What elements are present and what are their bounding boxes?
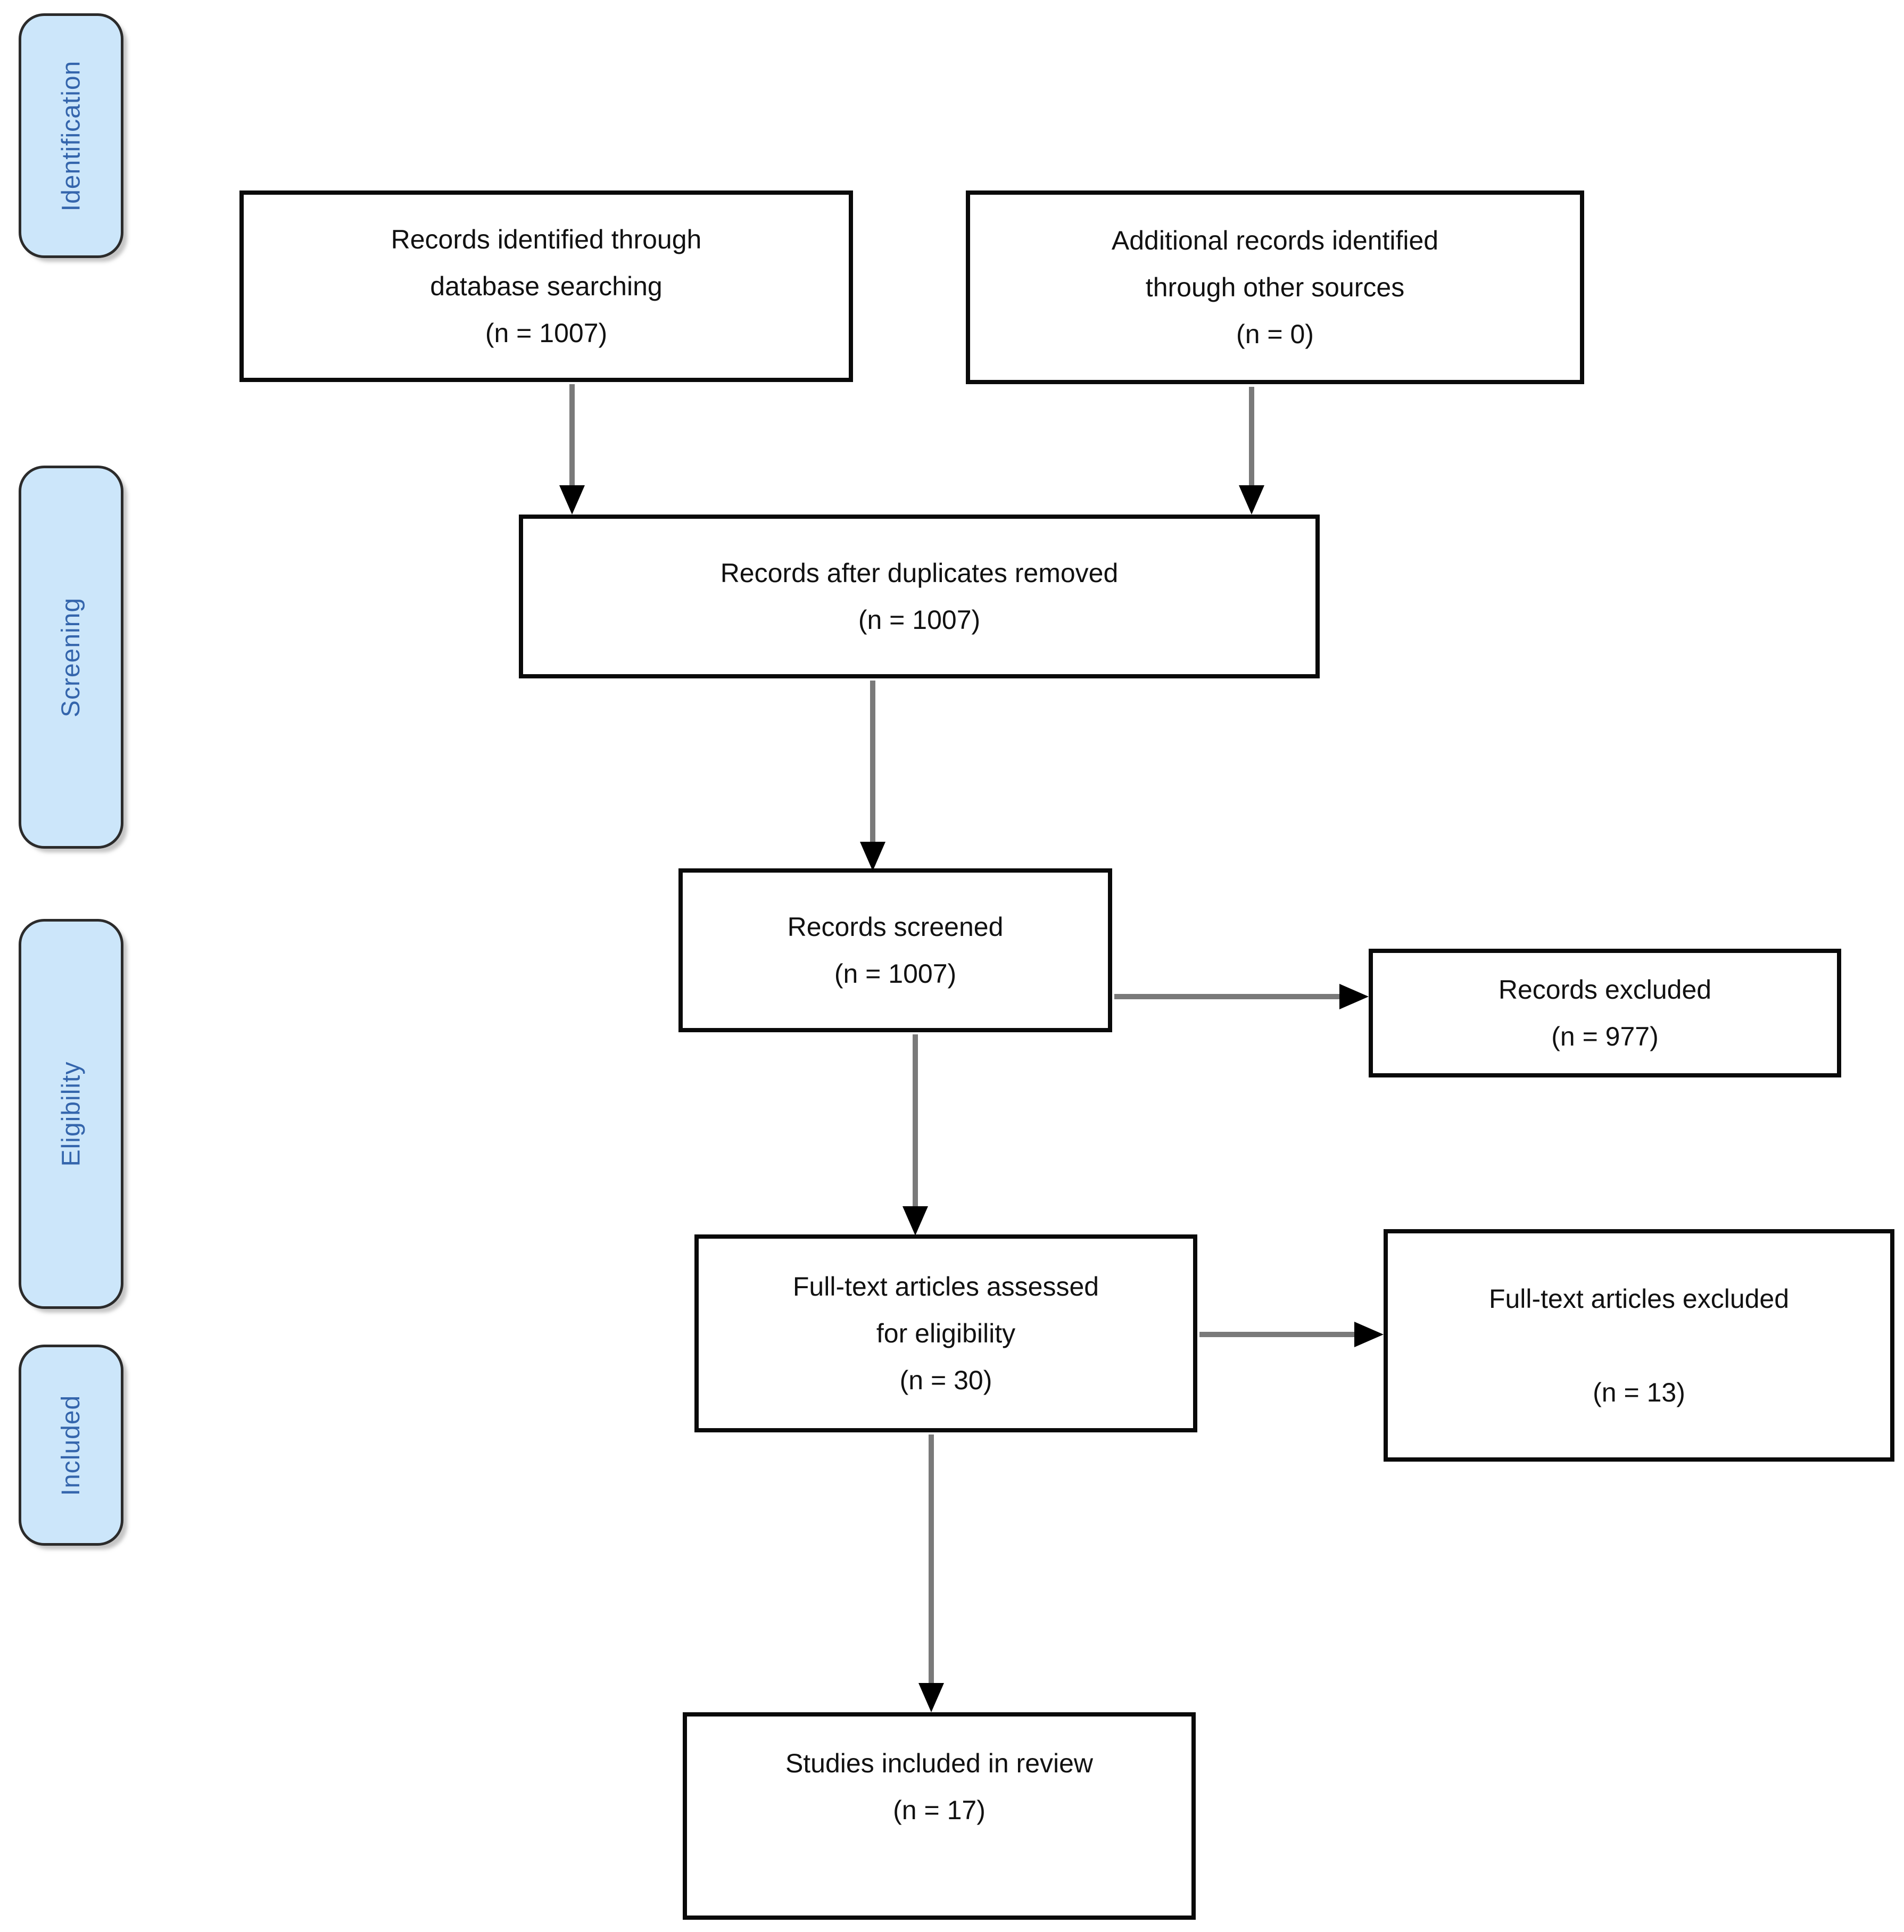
box-text-line: Full-text articles excluded xyxy=(1488,1283,1790,1314)
arrow-identified-to-duplicates-line xyxy=(569,384,575,485)
arrow-fulltext-to-included-line xyxy=(929,1435,934,1683)
box-after-duplicates: Records after duplicates removed (n = 10… xyxy=(519,515,1320,678)
box-text-line: Additional records identified xyxy=(1111,226,1439,255)
stage-identification: Identification xyxy=(19,13,123,258)
box-n-value: (n = 30) xyxy=(899,1365,992,1395)
arrow-identified-to-duplicates-head xyxy=(559,485,585,515)
box-n-value: (n = 13) xyxy=(1593,1377,1685,1407)
box-text-line: Records excluded xyxy=(1498,975,1712,1005)
box-n-value: (n = 1007) xyxy=(834,959,957,989)
stage-label: Included xyxy=(57,1395,86,1496)
box-n-value: (n = 1007) xyxy=(858,605,981,635)
stage-label: Identification xyxy=(57,60,86,211)
arrow-fulltext-to-excluded-line xyxy=(1199,1332,1354,1337)
box-records-identified: Records identified through database sear… xyxy=(239,190,853,382)
box-n-value: (n = 17) xyxy=(893,1795,986,1825)
stage-label: Eligibility xyxy=(57,1061,86,1167)
arrow-screened-to-excluded-head xyxy=(1339,984,1369,1009)
box-text-line: for eligibility xyxy=(876,1319,1016,1348)
arrow-fulltext-to-excluded-head xyxy=(1354,1322,1384,1347)
arrow-fulltext-to-included-head xyxy=(918,1683,944,1712)
arrow-additional-to-duplicates-head xyxy=(1239,485,1264,515)
box-n-value: (n = 0) xyxy=(1236,319,1314,349)
arrow-duplicates-to-screened-head xyxy=(860,842,885,871)
box-text-line: Full-text articles assessed xyxy=(792,1272,1099,1301)
box-text-line: database searching xyxy=(430,271,663,301)
arrow-screened-to-fulltext-head xyxy=(903,1206,928,1236)
box-n-value: (n = 977) xyxy=(1551,1022,1659,1051)
box-spacer-line xyxy=(1635,1322,1643,1369)
arrow-additional-to-duplicates-line xyxy=(1249,387,1254,485)
arrow-screened-to-excluded-line xyxy=(1114,994,1339,999)
box-records-excluded: Records excluded (n = 977) xyxy=(1369,949,1841,1077)
box-fulltext-excluded: Full-text articles excluded (n = 13) xyxy=(1384,1229,1894,1462)
box-n-value: (n = 1007) xyxy=(485,318,608,348)
stage-screening: Screening xyxy=(19,466,123,849)
stage-included: Included xyxy=(19,1345,123,1546)
arrow-screened-to-fulltext-line xyxy=(913,1034,918,1206)
box-records-screened: Records screened (n = 1007) xyxy=(678,868,1112,1032)
box-text-line: through other sources xyxy=(1145,272,1405,302)
box-additional-records: Additional records identified through ot… xyxy=(966,190,1584,384)
stage-eligibility: Eligibility xyxy=(19,919,123,1309)
arrow-duplicates-to-screened-line xyxy=(870,681,875,842)
box-text-line: Records screened xyxy=(787,912,1004,942)
box-text-line: Records identified through xyxy=(391,225,702,254)
box-fulltext-assessed: Full-text articles assessed for eligibil… xyxy=(694,1234,1197,1432)
stage-label: Screening xyxy=(57,597,86,717)
box-studies-included: Studies included in review (n = 17) xyxy=(683,1712,1196,1920)
box-text-line: Studies included in review xyxy=(785,1748,1094,1778)
box-text-line: Records after duplicates removed xyxy=(720,558,1119,588)
